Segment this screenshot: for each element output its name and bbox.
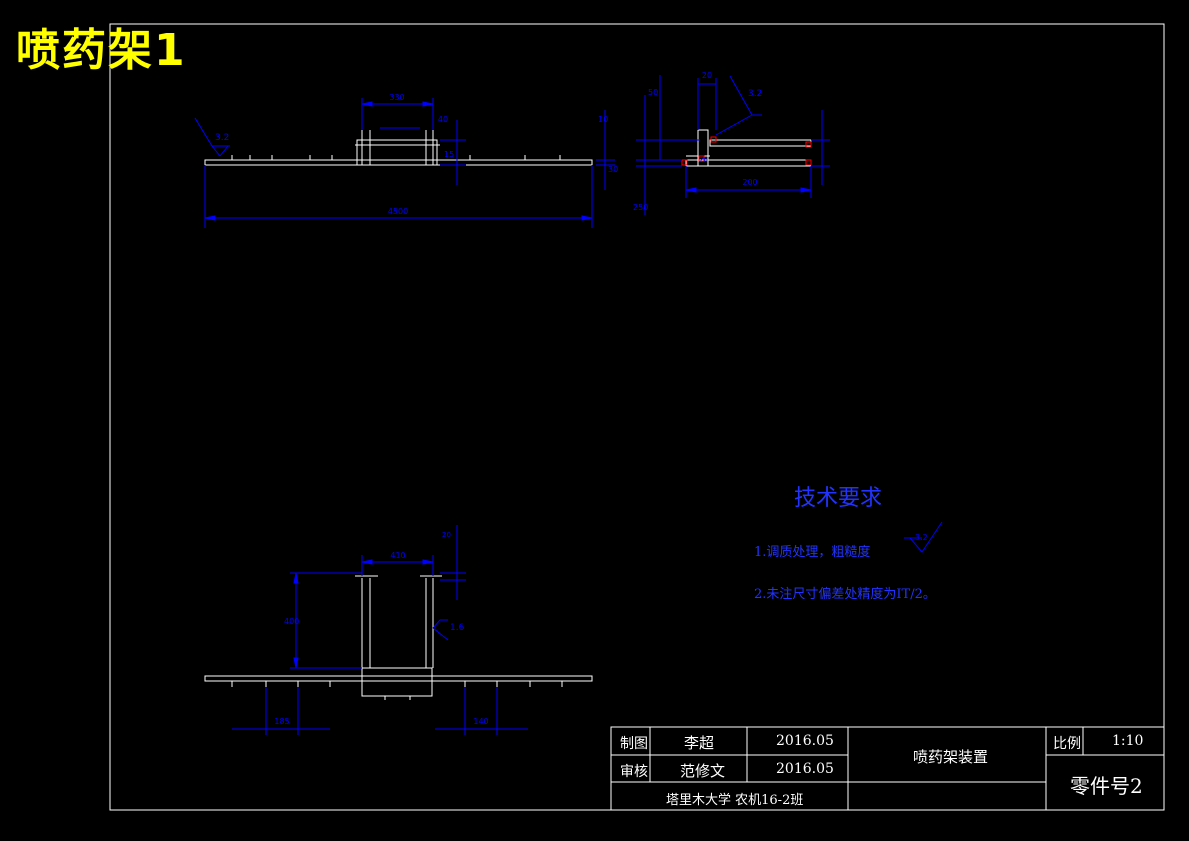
dim-side-a: 15	[444, 150, 454, 159]
designer-label: 制图	[620, 736, 648, 752]
dim-side-b: 30	[608, 165, 618, 174]
roughness-symbol	[904, 521, 943, 553]
dim-front-right-spacing: 140	[473, 717, 488, 726]
tech-requirement-item: 2.未注尺寸偏差处精度为IT/2。	[754, 587, 936, 602]
scale-value: 1:10	[1112, 733, 1144, 749]
dim-front-left-spacing: 185	[274, 717, 289, 726]
roughness-top: 3.2	[215, 133, 229, 143]
checker-date: 2016.05	[776, 761, 834, 777]
tech-requirements-title: 技术要求	[794, 486, 883, 511]
checker-label: 审核	[620, 764, 648, 780]
dim-side-h-upper: 50	[648, 88, 658, 97]
checker-name: 范修文	[680, 762, 726, 780]
dim-front-top-small: 20	[442, 531, 451, 539]
dim-side-small: 20	[699, 156, 708, 164]
top-view-dimensions	[194, 98, 615, 228]
organization: 塔里木大学 农机16-2班	[666, 793, 804, 808]
dim-total-length: 4500	[388, 207, 408, 216]
roughness-side: 3.2	[748, 89, 762, 99]
dim-front-height: 400	[284, 617, 299, 626]
title-block	[610, 726, 1165, 811]
dim-front-width: 410	[390, 551, 405, 560]
roughness-front: 1.6	[450, 623, 465, 633]
roughness-symbol-value: 3.2	[915, 533, 928, 542]
drawing-title: 喷药架1	[16, 25, 187, 76]
drawing-name: 喷药架装置	[913, 748, 989, 766]
dim-right-height: 10	[598, 115, 608, 124]
dim-side-h-total: 250	[633, 203, 648, 212]
designer-date: 2016.05	[776, 733, 834, 749]
front-view	[204, 575, 593, 700]
side-view-dimensions	[636, 75, 830, 215]
drawing-frame	[109, 23, 1165, 811]
tech-requirement-item: 1.调质处理，粗糙度	[754, 545, 871, 560]
dim-side-bottom-len: 200	[742, 178, 757, 187]
front-view-dimensions	[232, 525, 528, 735]
dim-center-small: 40	[438, 115, 448, 124]
scale-label: 比例	[1053, 736, 1081, 752]
dim-center-width: 330	[389, 93, 404, 102]
designer-name: 李超	[684, 734, 715, 752]
dim-side-top-width: 20	[702, 71, 712, 80]
top-view	[204, 130, 593, 166]
part-number: 零件号2	[1070, 774, 1143, 798]
side-view-markers	[681, 136, 812, 166]
